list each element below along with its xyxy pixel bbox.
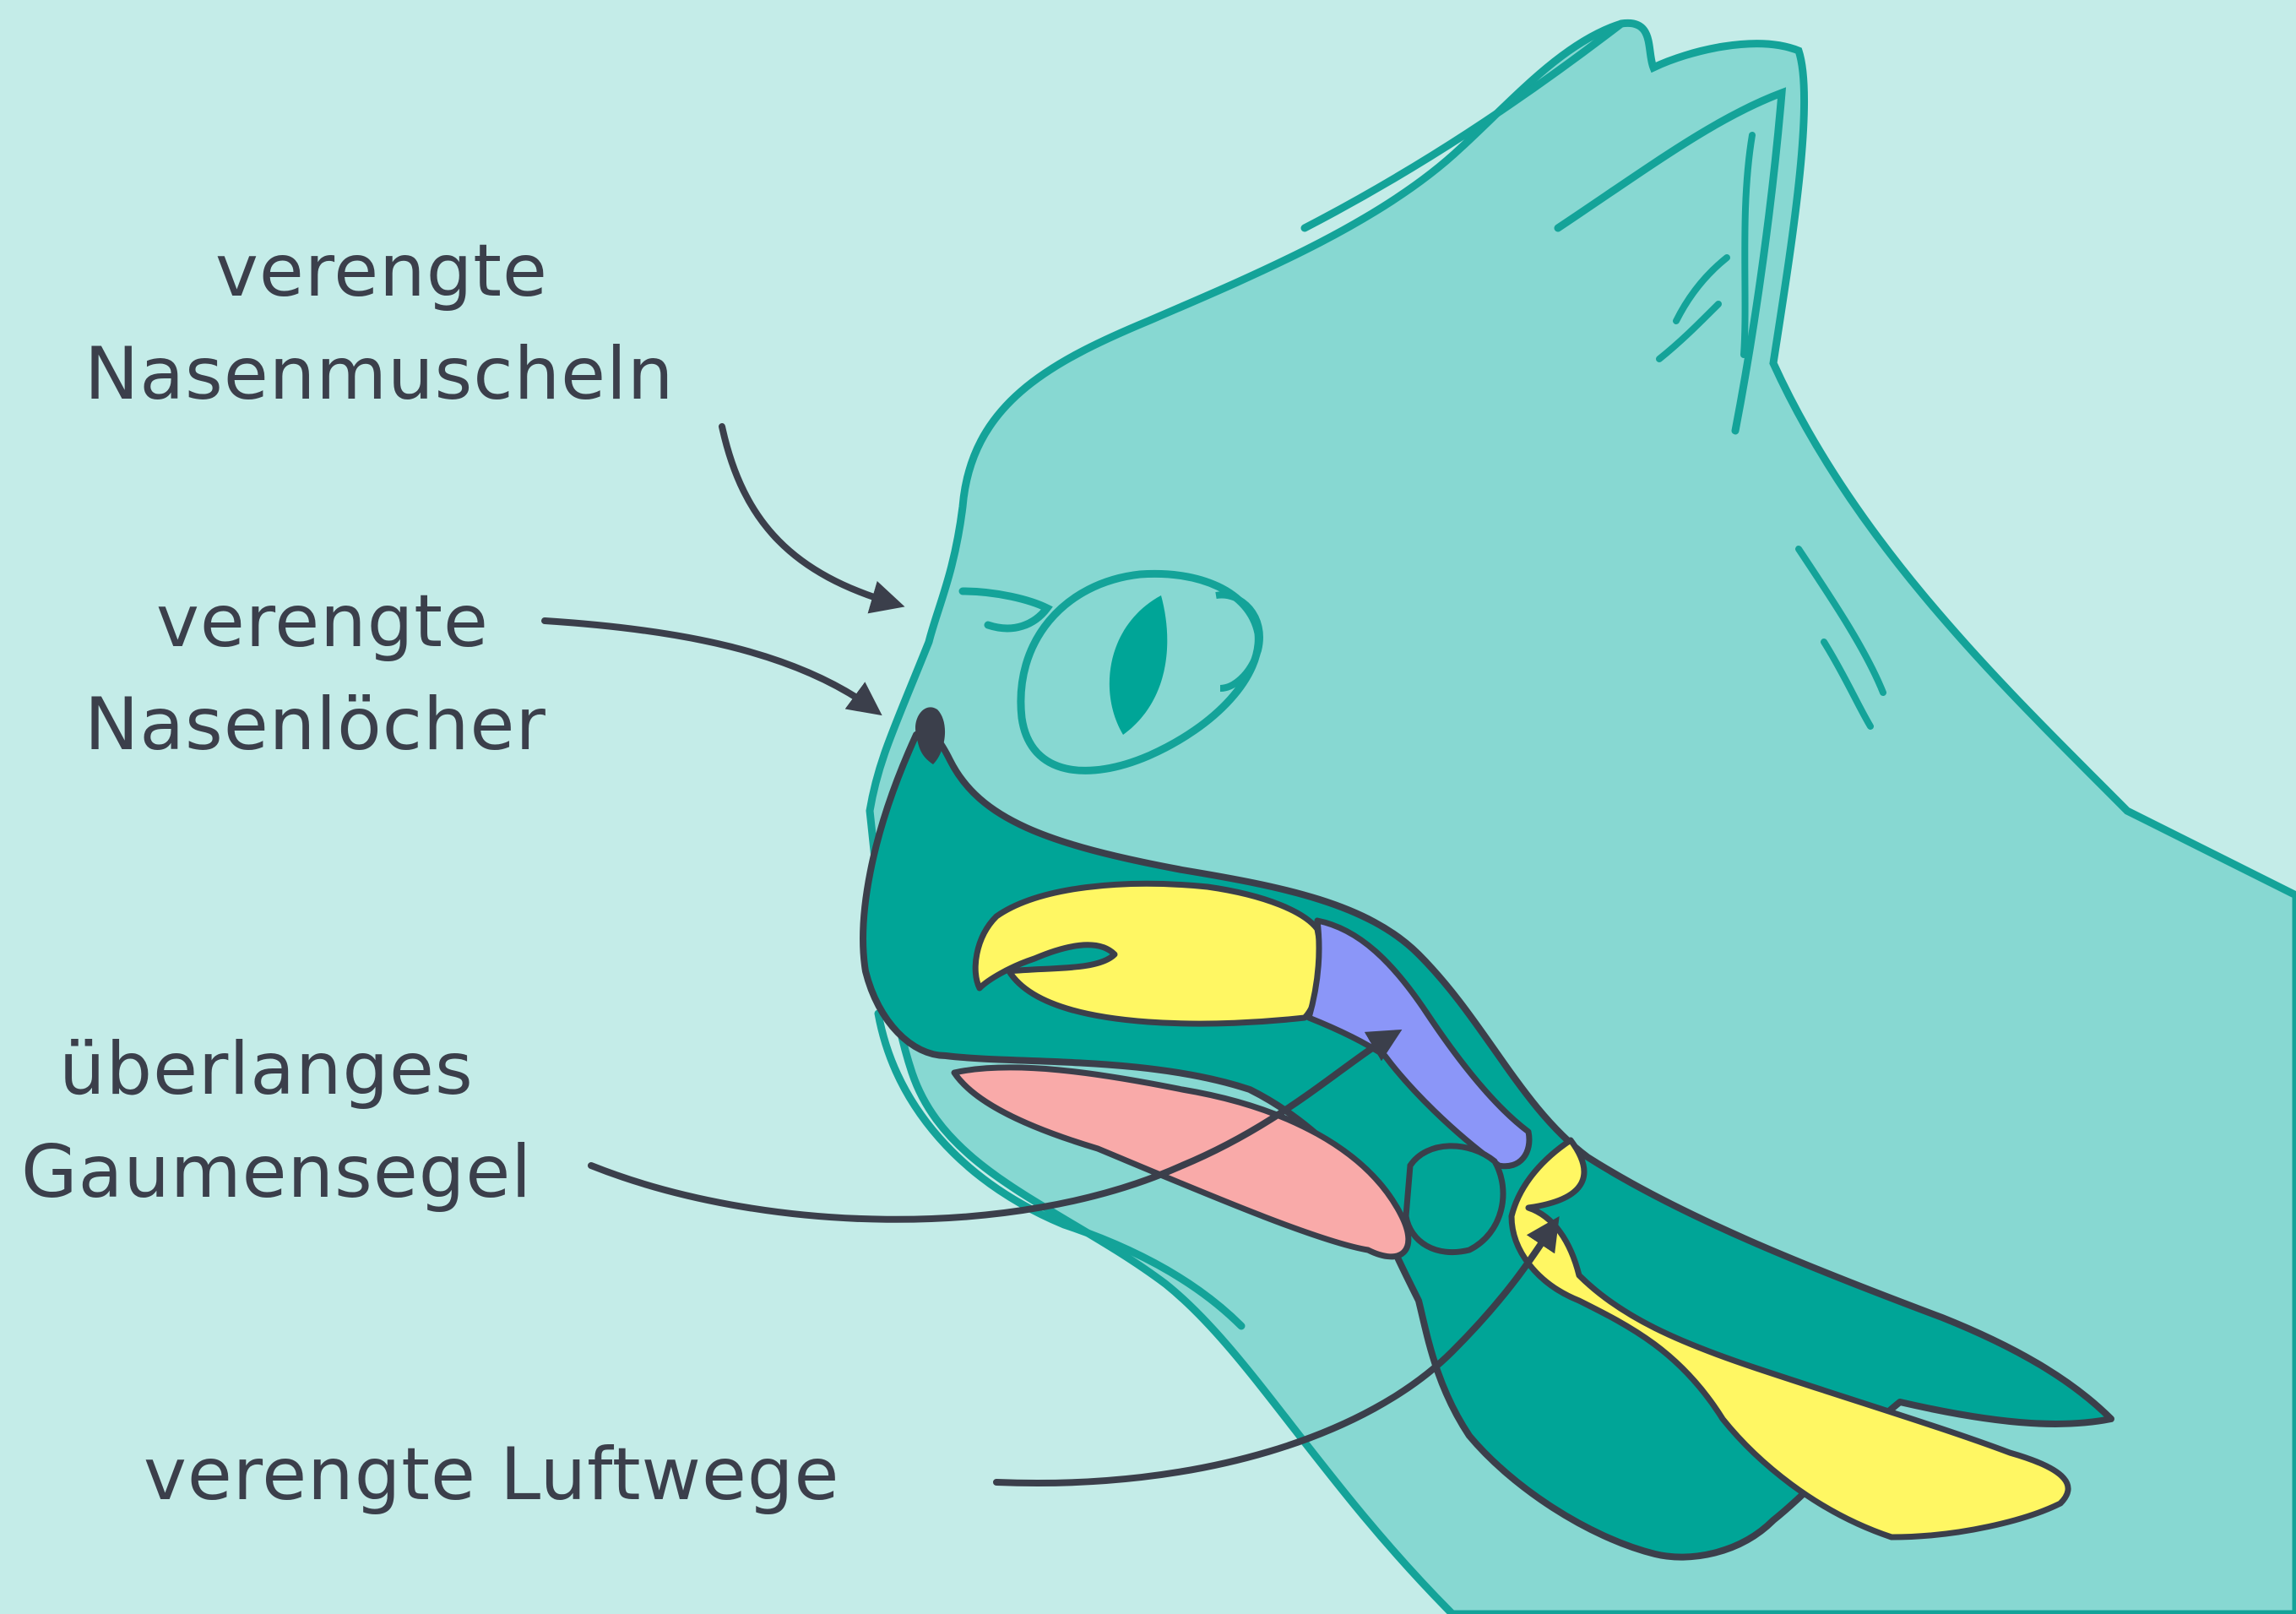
label-nasal-turbinates: verengte Nasenmuscheln — [84, 220, 674, 426]
label-soft-palate: überlanges Gaumensegel — [21, 1018, 532, 1224]
label-nostrils: verengte Nasenlöcher — [84, 570, 546, 776]
arrow-nostrils — [545, 621, 874, 709]
label-airways: verengte Luftwege — [144, 1423, 839, 1526]
label-nasal-turbinates-line2: Nasenmuscheln — [84, 323, 674, 426]
label-soft-palate-line2: Gaumensegel — [21, 1121, 532, 1224]
epiglottis — [1406, 1146, 1503, 1253]
label-nostrils-line2: Nasenlöcher — [84, 673, 546, 776]
arrow-nasal-turbinates — [722, 427, 895, 604]
label-soft-palate-line1: überlanges — [21, 1018, 532, 1121]
label-nasal-turbinates-line1: verengte — [84, 220, 674, 323]
label-airways-line1: verengte Luftwege — [144, 1423, 839, 1526]
label-nostrils-line1: verengte — [84, 570, 546, 673]
